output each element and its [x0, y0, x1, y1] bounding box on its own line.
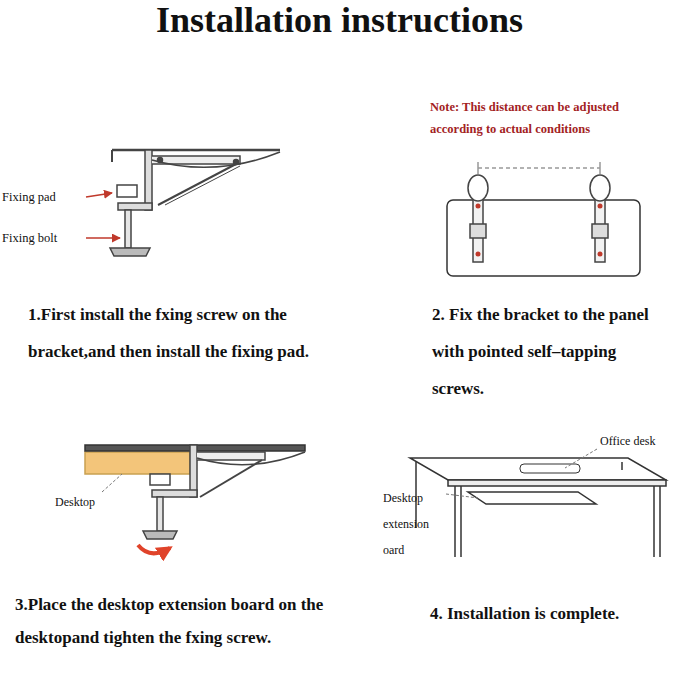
clamped-bracket: [85, 445, 305, 539]
step-text: 2. Fix the bracket to the panel with poi…: [432, 296, 670, 407]
leader-line: [102, 474, 122, 492]
part-label: Fixing pad: [2, 189, 86, 205]
part-label: Desktop extension oard: [383, 485, 445, 563]
turn-arrow: [138, 545, 170, 553]
leader-line: [446, 494, 478, 498]
leader-arrow: [86, 193, 112, 197]
part-label: Office desk: [600, 433, 676, 449]
part-label: Fixing bolt: [2, 230, 86, 246]
bracket-side-view: [110, 150, 280, 256]
step-text: 3.Place the desktop extension board on t…: [15, 588, 360, 654]
leader-arrow: [86, 237, 120, 239]
step-text: 4. Installation is complete.: [430, 597, 675, 630]
step-text: 1.First install the fxing screw on the b…: [28, 296, 350, 370]
leader-line: [565, 449, 597, 468]
note-text: Note: This distance can be adjusted acco…: [430, 96, 670, 140]
panel-top-view: [447, 162, 640, 276]
part-label: Desktop: [55, 494, 125, 510]
office-desk: [410, 458, 666, 557]
page-title: Installation instructions: [0, 0, 679, 40]
